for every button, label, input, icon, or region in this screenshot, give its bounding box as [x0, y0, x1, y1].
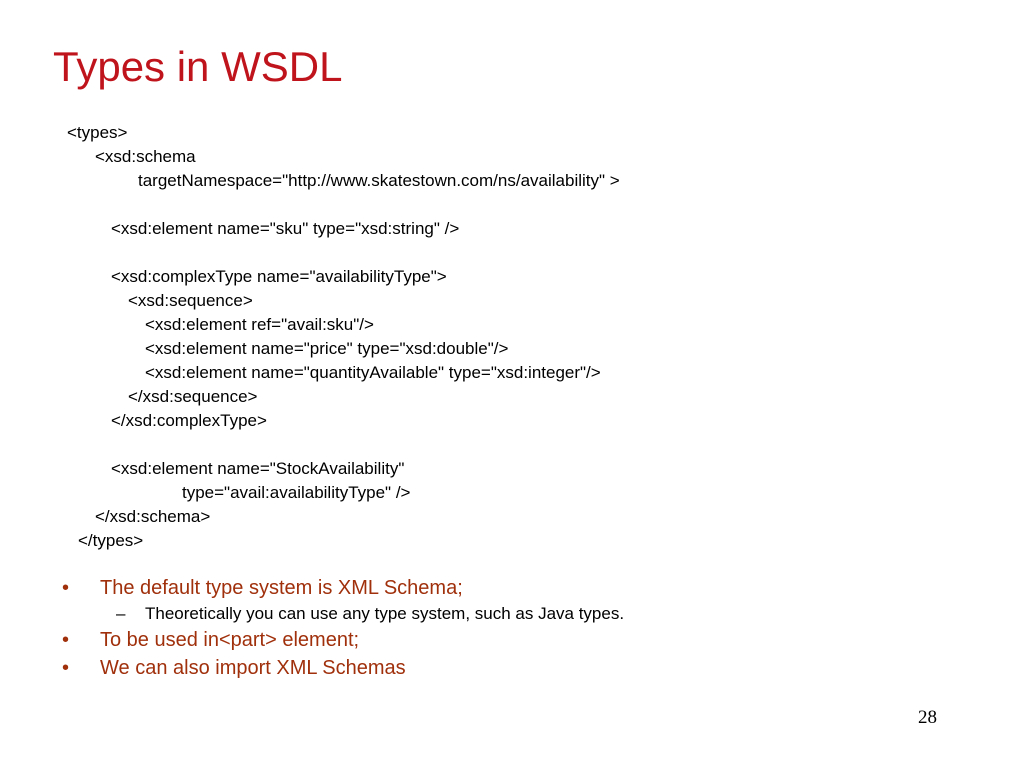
code-line: <xsd:schema — [95, 147, 196, 166]
sub-bullet-marker: – — [116, 604, 126, 623]
bullet-text: To be used in<part> element; — [100, 629, 360, 651]
bullet-marker: • — [62, 657, 70, 679]
code-line: <xsd:complexType name="availabilityType"… — [111, 267, 447, 286]
code-line: <xsd:element name="StockAvailability" — [111, 459, 405, 478]
code-line: </xsd:sequence> — [128, 387, 258, 406]
code-line: </types> — [78, 531, 144, 550]
code-line: <xsd:element ref="avail:sku"/> — [145, 315, 374, 334]
code-line: <xsd:element name="sku" type="xsd:string… — [111, 219, 460, 238]
page-number: 28 — [918, 707, 937, 728]
sub-bullet-text: Theoretically you can use any type syste… — [145, 604, 625, 623]
code-line: <xsd:element name="quantityAvailable" ty… — [145, 363, 601, 382]
bullet-text: We can also import XML Schemas — [100, 657, 406, 679]
code-line: targetNamespace="http://www.skatestown.c… — [138, 171, 620, 190]
bullet-marker: • — [62, 629, 70, 651]
code-line: </xsd:complexType> — [111, 411, 267, 430]
bullet-text: The default type system is XML Schema; — [100, 577, 463, 599]
code-line: <types> — [67, 123, 128, 142]
code-line: </xsd:schema> — [95, 507, 211, 526]
slide-title: Types in WSDL — [53, 43, 343, 90]
code-line: <xsd:sequence> — [128, 291, 253, 310]
code-line: type="avail:availabilityType" /> — [182, 483, 411, 502]
bullet-marker: • — [62, 577, 70, 599]
code-line: <xsd:element name="price" type="xsd:doub… — [145, 339, 509, 358]
